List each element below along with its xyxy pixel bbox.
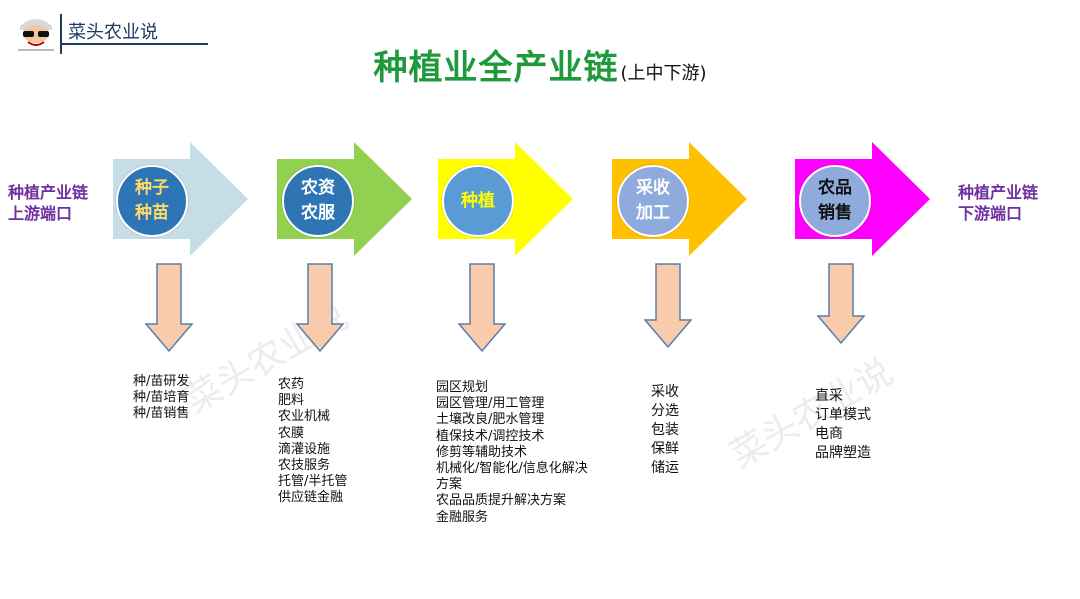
detail-item: 品牌塑造: [815, 445, 871, 461]
down-arrow: [295, 263, 345, 353]
stage-circle: 采收加工: [617, 165, 689, 237]
detail-item: 电商: [815, 426, 843, 442]
stage-detail-list: 采收分选包装保鲜储运: [651, 383, 679, 478]
detail-item: 农业机械: [278, 409, 331, 425]
stage-label-line: 加工: [636, 203, 670, 223]
detail-item: 种/苗研发: [133, 374, 190, 389]
down-arrow: [816, 263, 866, 345]
detail-item: 园区规划: [436, 380, 489, 395]
title-block: 种植业全产业链(上中下游): [0, 40, 1080, 89]
stage-circle: 农品销售: [799, 165, 871, 237]
detail-item: 肥料: [278, 393, 305, 409]
main-title: 种植业全产业链: [373, 48, 619, 88]
detail-item: 分选: [651, 403, 679, 419]
detail-item: 订单模式: [815, 407, 871, 423]
brand-name: 菜头农业说: [68, 22, 158, 43]
downstream-port-label: 种植产业链 下游端口: [958, 182, 1038, 224]
stage-detail-list: 农药肥料农业机械农膜滴灌设施农技服务托管/半托管供应链金融: [278, 377, 347, 507]
detail-item: 滴灌设施: [278, 441, 331, 457]
watermark-2: 菜头农业说: [723, 351, 900, 477]
stage-label-line: 销售: [818, 203, 852, 223]
header-horizontal-rule: [60, 43, 208, 45]
upstream-port-line-2: 上游端口: [8, 204, 73, 223]
detail-item: 种/苗培育: [133, 390, 190, 406]
detail-item: 种/苗销售: [133, 406, 190, 422]
detail-item: 土壤改良/肥水管理: [436, 412, 545, 428]
detail-item: 方案: [436, 477, 463, 493]
detail-item: 修剪等辅助技术: [436, 444, 528, 460]
detail-item: 储运: [651, 460, 679, 476]
down-arrow-shape: [144, 263, 194, 353]
down-arrow-shape: [816, 263, 866, 345]
stage-circle: 农资农服: [282, 165, 354, 237]
down-arrow-shape: [643, 263, 693, 349]
stage-circle: 种植: [442, 165, 514, 237]
stage-label-line: 采收: [636, 178, 670, 198]
stage-detail-list: 种/苗研发种/苗培育种/苗销售: [133, 374, 189, 423]
detail-item: 保鲜: [651, 441, 679, 457]
detail-item: 农技服务: [278, 458, 331, 474]
stage-circle: 种子种苗: [116, 165, 188, 237]
down-arrow: [457, 263, 507, 353]
upstream-port-label: 种植产业链 上游端口: [8, 182, 88, 224]
stage-label-line: 种植: [461, 190, 495, 211]
sub-title: (上中下游): [620, 63, 707, 84]
header-vertical-rule: [60, 14, 62, 54]
brand-logo: [14, 12, 58, 52]
detail-item: 农药: [278, 377, 305, 392]
stage-label-line: 农品: [818, 178, 852, 198]
stage-label-line: 农资: [301, 178, 335, 198]
down-arrow-shape: [457, 263, 507, 353]
down-arrow-shape: [295, 263, 345, 353]
down-arrow: [144, 263, 194, 353]
detail-item: 供应链金融: [278, 490, 344, 506]
stage-label-line: 农服: [301, 203, 335, 223]
detail-item: 农品品质提升解决方案: [436, 493, 567, 509]
detail-item: 金融服务: [436, 509, 489, 525]
detail-item: 采收: [651, 384, 679, 400]
stage-detail-list: 园区规划园区管理/用工管理土壤改良/肥水管理植保技术/调控技术修剪等辅助技术机械…: [436, 380, 588, 526]
detail-item: 托管/半托管: [278, 474, 348, 490]
down-arrow: [643, 263, 693, 349]
detail-item: 包装: [651, 422, 679, 438]
detail-item: 植保技术/调控技术: [436, 428, 545, 444]
stage-label-line: 种子: [135, 178, 169, 198]
detail-item: 直采: [815, 388, 843, 404]
upstream-port-line-1: 种植产业链: [8, 183, 89, 202]
detail-item: 农膜: [278, 425, 305, 441]
detail-item: 机械化/智能化/信息化解决: [436, 461, 588, 477]
stage-detail-list: 直采订单模式电商品牌塑造: [815, 387, 871, 463]
downstream-port-line-1: 种植产业链: [958, 183, 1039, 202]
detail-item: 园区管理/用工管理: [436, 396, 545, 412]
stage-label-line: 种苗: [135, 203, 169, 223]
downstream-port-line-2: 下游端口: [958, 204, 1023, 223]
